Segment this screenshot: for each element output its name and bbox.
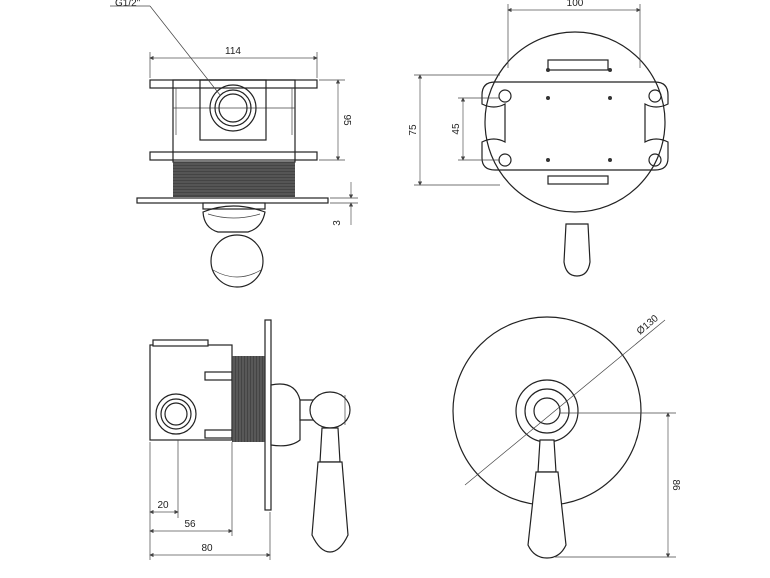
lever-length-label: 86	[670, 479, 681, 491]
side-cover-plate	[264, 319, 272, 511]
side-handle-hub	[309, 391, 351, 429]
inlet-offset-label: 20	[157, 500, 169, 511]
plate-width-label: 100	[567, 0, 584, 9]
front-view: Ø130 86	[452, 313, 681, 559]
plate-thickness-label: 3	[332, 220, 343, 226]
front-height-label: 95	[341, 114, 352, 126]
back-view: 100 75 45	[408, 0, 669, 277]
body-depth-label: 56	[184, 519, 196, 530]
mount-spacing-inner-label: 45	[451, 123, 462, 135]
front-width-label: 114	[225, 46, 241, 57]
side-thread-section	[232, 356, 265, 442]
lever-handle-back	[563, 223, 591, 277]
side-inlet-port	[155, 393, 197, 435]
thread-size-label: G1/2"	[115, 0, 141, 9]
side-view: 20 56 80	[149, 319, 351, 560]
mount-spacing-outer-label: 75	[408, 124, 419, 136]
total-depth-label: 80	[201, 543, 213, 554]
top-view: G1/2" 114 95 3	[110, 0, 358, 288]
handle-knob	[210, 234, 264, 288]
cover-plate-edge	[136, 197, 329, 204]
inlet-port-outer	[209, 84, 257, 132]
side-handle-lever	[311, 461, 349, 553]
cover-plate-back	[484, 31, 666, 213]
lever-handle-front	[527, 471, 567, 559]
